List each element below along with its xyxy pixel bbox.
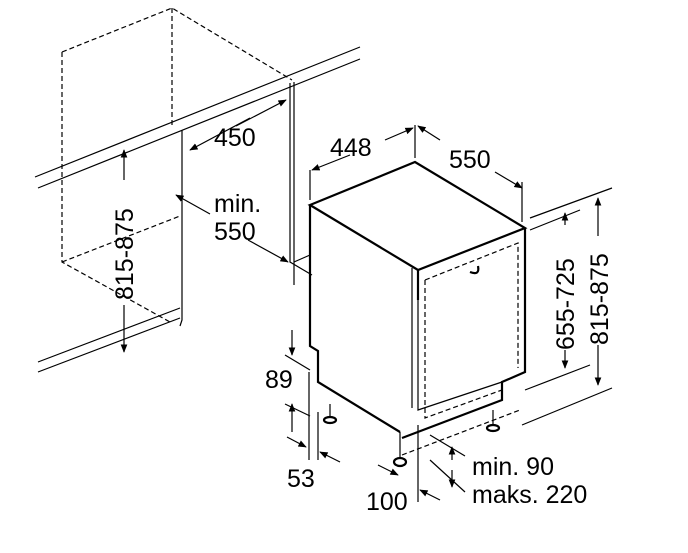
appliance-height-label: 815-875 (586, 253, 614, 345)
appliance-depth-label: 550 (449, 146, 491, 174)
plinth-height-label: 89 (265, 366, 293, 394)
plinth-offset-label: 53 (287, 465, 315, 493)
countertop (34, 46, 361, 189)
dishwasher (307, 160, 528, 468)
foot-offset-label: 100 (366, 488, 408, 516)
plinth-min-label: min. 90 (472, 453, 554, 481)
niche-depth-label: 450 (214, 124, 256, 152)
door-height-label: 655-725 (552, 258, 580, 350)
niche-min-depth-label: 550 (214, 218, 256, 246)
right-cabinet-side (289, 82, 313, 285)
plinth-max-label: maks. 220 (472, 481, 587, 509)
left-cabinet-outline (37, 7, 293, 373)
appliance-width-label: 448 (330, 134, 372, 162)
niche-min-label: min. (214, 190, 261, 218)
dimension-lines (120, 99, 613, 502)
niche-height-label: 815-875 (111, 208, 139, 300)
